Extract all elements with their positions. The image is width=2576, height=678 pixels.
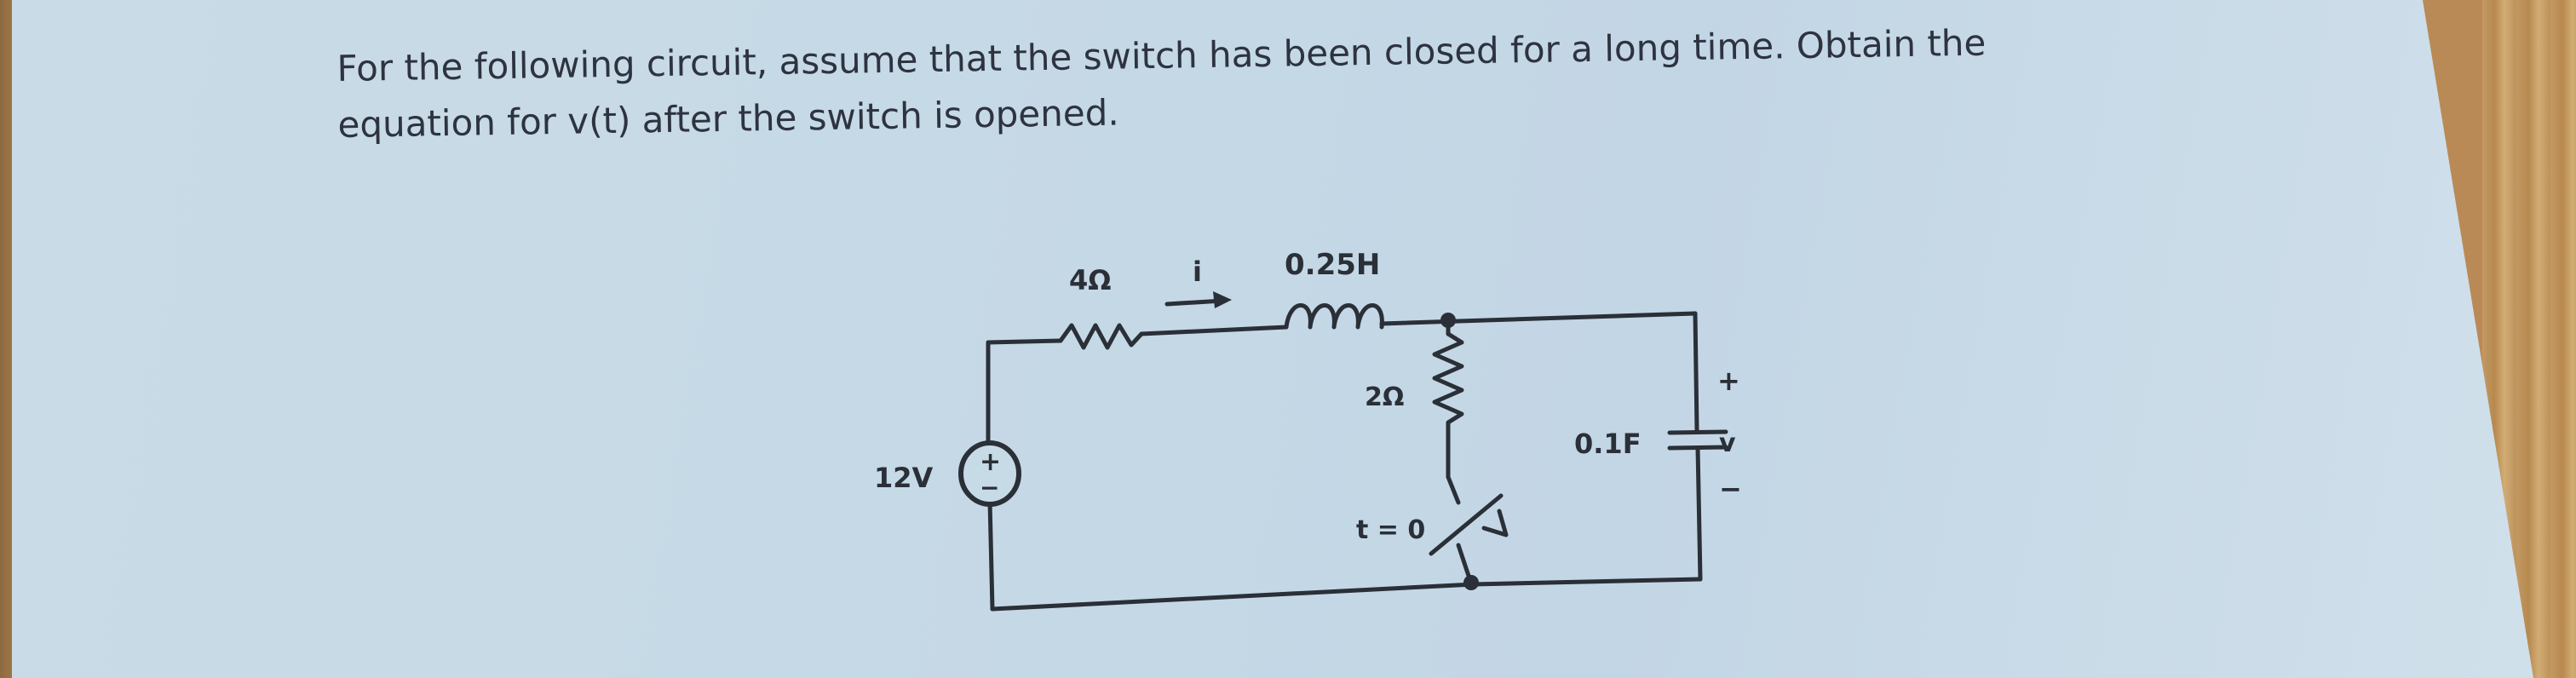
- wire-right-upper: [1693, 311, 1699, 433]
- wire-left-lower: [987, 498, 995, 612]
- inductor-label: 0.25H: [1285, 248, 1380, 282]
- voltage-source: [958, 440, 1021, 507]
- resistor-2ohm: [1432, 331, 1464, 480]
- voltage-minus-label: −: [1719, 473, 1742, 505]
- resistor-4ohm-label: 4Ω: [1069, 264, 1111, 296]
- junction-bottom: [1463, 575, 1479, 590]
- switch-arrow: [1481, 508, 1509, 537]
- capacitor-label: 0.1F: [1574, 428, 1642, 460]
- capacitor-plate-top: [1667, 429, 1728, 435]
- wire-top-left: [986, 338, 1063, 345]
- paper-sheet: [12, 0, 2533, 678]
- wire-top-mid: [1139, 325, 1289, 336]
- wire-right-lower: [1695, 445, 1703, 582]
- source-minus-sign: −: [980, 474, 999, 502]
- current-arrow-head: [1213, 291, 1232, 308]
- wire-bottom: [990, 577, 1703, 612]
- resistor-2ohm-label: 2Ω: [1365, 382, 1404, 412]
- current-arrow-shaft: [1164, 298, 1226, 307]
- voltage-plus-label: +: [1717, 365, 1740, 397]
- resistor-4ohm: [1058, 323, 1144, 350]
- source-voltage-label: 12V: [874, 462, 934, 494]
- wire-top-right: [1379, 311, 1698, 326]
- switch-lever: [1429, 493, 1504, 556]
- switch-blade: [1446, 474, 1461, 505]
- source-plus-sign: +: [980, 447, 1001, 477]
- voltage-v-label: v: [1719, 428, 1736, 458]
- current-label: i: [1193, 256, 1202, 288]
- junction-top: [1440, 313, 1456, 328]
- wire-switch-bottom: [1456, 543, 1473, 583]
- switch-time-label: t = 0: [1356, 515, 1425, 545]
- inductor-coil: [1284, 303, 1384, 330]
